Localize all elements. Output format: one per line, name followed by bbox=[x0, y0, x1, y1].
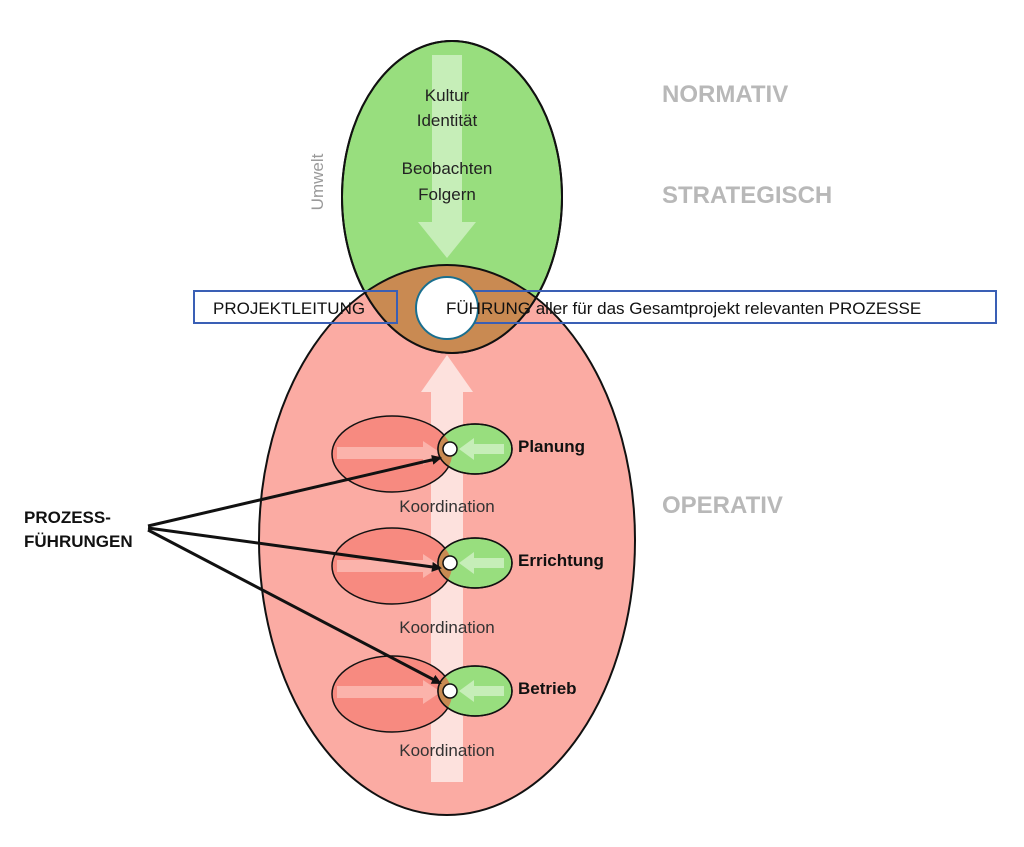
projektleitung-label: PROJEKTLEITUNG bbox=[213, 299, 365, 318]
koordination-label-betrieb: Koordination bbox=[399, 741, 494, 760]
projektleitung-box bbox=[193, 290, 398, 324]
umwelt-label: Umwelt bbox=[308, 153, 327, 210]
process-circle bbox=[442, 555, 458, 571]
koordination-label-planung: Koordination bbox=[399, 497, 494, 516]
level-operativ: OPERATIV bbox=[662, 492, 783, 519]
fuehrung-label: FÜHRUNG aller für das Gesamtprojekt rele… bbox=[446, 299, 921, 318]
process-label-planung: Planung bbox=[518, 437, 585, 456]
level-normativ: NORMATIV bbox=[662, 81, 788, 108]
arrow-to-errichtung bbox=[147, 526, 442, 572]
text-folgern: Folgern bbox=[418, 185, 476, 204]
prozess-fuehrungen-line2: FÜHRUNGEN bbox=[24, 532, 133, 551]
prozess-fuehrungen-line1: PROZESS- bbox=[24, 508, 111, 527]
central-leadership-circle bbox=[415, 276, 479, 340]
level-strategisch: STRATEGISCH bbox=[662, 182, 832, 209]
strategic-downward-arrow bbox=[418, 55, 476, 258]
process-circle bbox=[442, 441, 458, 457]
arrow-to-planung bbox=[147, 454, 442, 528]
prozess-fuehrungen-arrows bbox=[147, 454, 442, 685]
process-group-planung bbox=[331, 415, 513, 493]
arrow-to-betrieb bbox=[147, 528, 442, 685]
text-beobachten: Beobachten bbox=[402, 159, 493, 178]
process-circle bbox=[442, 683, 458, 699]
text-kultur: Kultur bbox=[425, 86, 470, 105]
process-group-errichtung bbox=[331, 527, 513, 605]
text-identitaet: Identität bbox=[417, 111, 478, 130]
process-label-betrieb: Betrieb bbox=[518, 679, 577, 698]
koordination-label-errichtung: Koordination bbox=[399, 618, 494, 637]
process-label-errichtung: Errichtung bbox=[518, 551, 604, 570]
